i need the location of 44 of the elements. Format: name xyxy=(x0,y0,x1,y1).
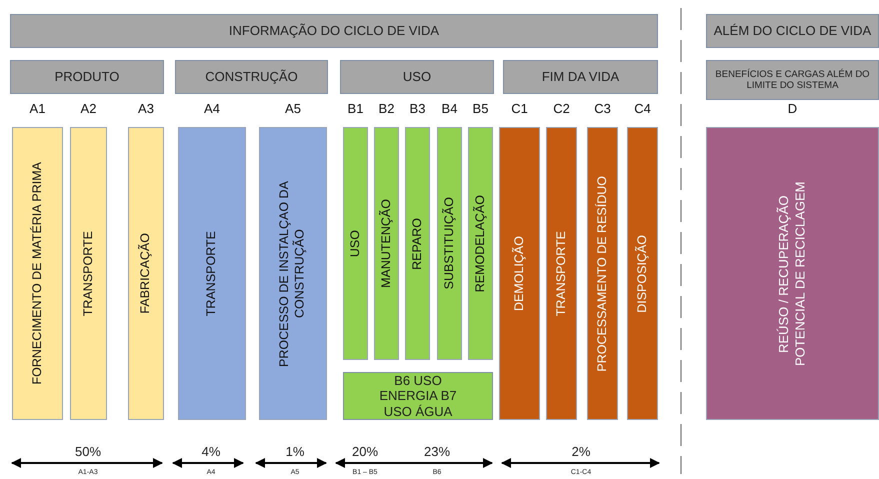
percentage-label: 4% xyxy=(200,444,222,459)
section-banner: ALÉM DO CICLO DE VIDA xyxy=(706,14,879,48)
module-name: MANUTENÇÃO xyxy=(378,199,394,288)
module-name: TRANSPORTE xyxy=(204,230,220,316)
module-code: C2 xyxy=(552,101,571,118)
module-name: TRANSPORTE xyxy=(80,230,96,316)
module-name: FABRICAÇÃO xyxy=(138,233,154,314)
module-code: A5 xyxy=(284,101,302,118)
module-code: A2 xyxy=(80,101,98,118)
module-code: C3 xyxy=(593,101,612,118)
module-box: B6 USO ENERGIA B7 USO ÁGUA xyxy=(343,372,493,420)
percentage-label: 50% xyxy=(74,444,102,459)
stage-header: PRODUTO xyxy=(10,60,164,94)
module-name: PROCESSAMENTO DE RESÍDUO xyxy=(594,176,610,372)
percentage-label: 20% xyxy=(350,444,380,459)
stage-header: BENEFÍCIOS E CARGAS ALÉM DO LIMITE DO SISTEMA xyxy=(706,60,879,100)
stage-header: FIM DA VIDA xyxy=(503,60,658,94)
stage-header: CONSTRUÇÃO xyxy=(175,60,328,94)
module-name: REPARO xyxy=(410,218,425,270)
module-code: A4 xyxy=(203,101,221,118)
percentage-label: 1% xyxy=(284,444,306,459)
module-code: C4 xyxy=(633,101,652,118)
module-code: B3 xyxy=(408,101,426,118)
percentage-label: 23% xyxy=(422,444,452,459)
module-code: B1 xyxy=(346,101,364,118)
module-name: PROCESSO DE INSTALÇAO DA CONSTRUÇÃO xyxy=(277,180,308,368)
module-name: REMODELAÇÃO xyxy=(472,194,488,292)
module-name: USO xyxy=(348,230,363,258)
module-code: C1 xyxy=(510,101,529,118)
module-name: REÚSO / RECUPERAÇÃO POTENCIAL DE RECICLAGEM xyxy=(776,180,808,368)
module-code: A3 xyxy=(137,101,155,118)
module-code: B2 xyxy=(378,101,396,118)
stage-header: USO xyxy=(340,60,494,94)
module-code: A1 xyxy=(28,101,46,118)
module-name: FORNECIMENTO DE MATÉRIA PRIMA xyxy=(30,162,45,385)
module-name: SUBSTITUIÇÃO xyxy=(442,197,457,290)
module-name: DEMOLIÇÃO xyxy=(512,236,527,311)
module-name: DISPOSIÇÃO xyxy=(634,234,650,312)
module-code: B5 xyxy=(472,101,490,118)
module-name: TRANSPORTE xyxy=(554,230,569,316)
module-code: B4 xyxy=(440,101,458,118)
percentage-label: 2% xyxy=(570,444,592,459)
section-banner: INFORMAÇÃO DO CICLO DE VIDA xyxy=(10,14,658,48)
module-code: D xyxy=(786,101,798,118)
